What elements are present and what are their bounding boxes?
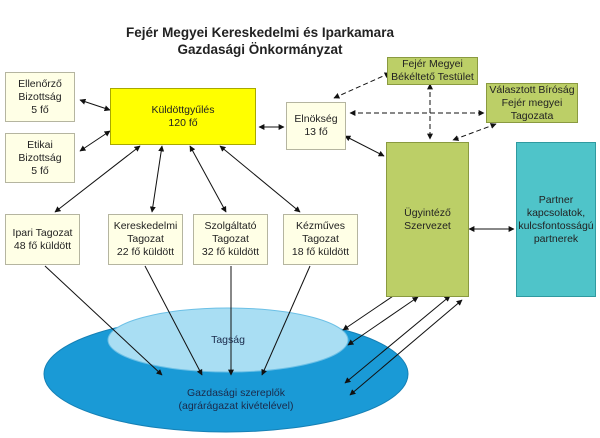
arrow-kezmuves-gazdasagi: [261, 265, 311, 376]
arrow-ugyintezo-gazdasagi-2: [349, 299, 463, 396]
birosag-line-1: Választott Bíróság: [489, 83, 575, 96]
tagsag-label: Tagság: [211, 334, 245, 346]
ellenorzo-bizottsag-box: Ellenőrző Bizottság 5 fő: [5, 72, 75, 122]
valasztott-birosag-box: Választott Bíróság Fejér megyei Tagozata: [486, 83, 578, 123]
arrow-ipari-gazdasagi: [44, 265, 163, 376]
gazdasagi-line-1: Gazdasági szereplők: [186, 387, 286, 399]
arrow-ellenorzo-kuldott: [79, 98, 111, 112]
dashed-elnokseg-bekelteto: [333, 72, 391, 99]
kereskedelmi-line-1: Kereskedelmi: [113, 220, 178, 232]
partner-line-3: kulcsfontosságú: [518, 219, 594, 232]
birosag-line-3: Tagozata: [510, 109, 554, 122]
bekelteto-testulet-box: Fejér Megyei Békéltető Testület: [387, 57, 478, 85]
arrow-kuldott-kezmuves: [219, 145, 301, 213]
ellenorzo-line-2: Bizottság: [18, 90, 62, 103]
bekelteto-line-2: Békéltető Testület: [391, 71, 474, 83]
diagram-title: Fejér Megyei Kereskedelmi és Iparkamara …: [100, 24, 420, 58]
ugyintezo-line-2: Szervezet: [404, 219, 451, 232]
kuldottgyules-box: Küldöttgyűlés 120 fő: [110, 88, 256, 145]
kereskedelmi-tagozat-box: Kereskedelmi Tagozat 22 fő küldött: [108, 214, 183, 265]
etikai-line-3: 5 fő: [31, 164, 49, 177]
szolgaltato-line-3: 32 fő küldött: [201, 246, 260, 258]
title-line-1: Fejér Megyei Kereskedelmi és Iparkamara: [126, 25, 394, 40]
kezmuves-tagozat-box: Kézműves Tagozat 18 fő küldött: [283, 214, 358, 265]
ipari-line-1: Ipari Tagozat: [12, 226, 73, 239]
arrow-kuldott-ipari: [54, 145, 141, 213]
ipari-tagozat-box: Ipari Tagozat 48 fő küldött: [5, 214, 80, 265]
arrow-kereskedelmi-gazdasagi: [144, 265, 203, 376]
kezmuves-line-1: Kézműves: [295, 220, 346, 232]
gazdasagi-line-2: (agrárágazat kivételével): [178, 400, 294, 412]
ipari-line-2: 48 fő küldött: [13, 239, 72, 252]
kuldottgyules-line-1: Küldöttgyűlés: [151, 103, 215, 116]
gazdasagi-szereplok-label: Gazdasági szereplők (agrárágazat kivétel…: [146, 387, 326, 413]
szolgaltato-tagozat-box: Szolgáltató Tagozat 32 fő küldött: [193, 214, 268, 265]
elnokseg-line-2: 13 fő: [304, 126, 328, 138]
partner-line-1: Partner: [538, 193, 574, 206]
arrow-elnokseg-ugyintezo: [344, 135, 385, 157]
birosag-line-2: Fejér megyei: [501, 96, 563, 109]
ellenorzo-line-3: 5 fő: [31, 103, 49, 116]
arrow-etikai-kuldott: [79, 130, 111, 152]
kereskedelmi-line-3: 22 fő küldött: [116, 246, 175, 258]
etikai-line-1: Etikai: [27, 138, 53, 151]
partner-line-4: partnerek: [533, 232, 579, 245]
arrow-kuldott-szolgaltato: [189, 145, 227, 213]
kezmuves-line-3: 18 fő küldött: [291, 246, 350, 258]
title-line-2: Gazdasági Önkormányzat: [177, 42, 343, 57]
arrow-kuldott-kereskedelmi: [149, 145, 165, 213]
etikai-line-2: Bizottság: [18, 151, 62, 164]
dashed-birosag-ugyintezo: [452, 123, 497, 141]
partner-line-2: kapcsolatok,: [526, 206, 586, 219]
elnokseg-line-1: Elnökség: [294, 113, 338, 125]
elnokseg-box: Elnökség 13 fő: [286, 102, 346, 150]
etikai-bizottsag-box: Etikai Bizottság 5 fő: [5, 133, 75, 183]
bekelteto-line-1: Fejér Megyei: [402, 58, 463, 70]
ugyintezo-line-1: Ügyintéző: [404, 206, 451, 219]
partner-kapcsolatok-box: Partner kapcsolatok, kulcsfontosságú par…: [516, 142, 596, 297]
ugyintezo-szervezet-box: Ügyintéző Szervezet: [386, 142, 469, 297]
ellenorzo-line-1: Ellenőrző: [18, 77, 62, 90]
arrow-ugyintezo-tagsag-2: [347, 296, 419, 346]
kezmuves-line-2: Tagozat: [302, 233, 339, 245]
kuldottgyules-line-2: 120 fő: [168, 116, 198, 129]
szolgaltato-line-2: Tagozat: [212, 233, 249, 245]
szolgaltato-line-1: Szolgáltató: [204, 220, 257, 232]
kereskedelmi-line-2: Tagozat: [127, 233, 164, 245]
